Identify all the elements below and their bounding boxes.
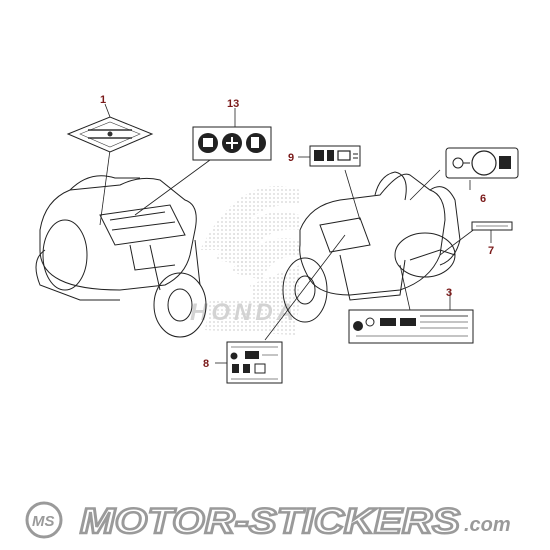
footer-brand: MS MOTOR-STICKERS .com [25,501,511,542]
brand-suffix: .com [464,514,511,536]
right-motorcycle [282,171,461,323]
sticker-1-diamond[interactable] [66,116,154,153]
logo-letters: MS [32,513,55,530]
sticker-3-warning-label[interactable] [348,309,474,344]
callout-6: 6 [480,193,486,205]
left-motorcycle [35,175,207,338]
honda-watermark-text: HONDA [190,299,298,326]
callout-1: 1 [100,94,106,106]
sticker-9-icons[interactable] [309,145,361,167]
brand-name: MOTOR-STICKERS [80,502,460,541]
honda-wing-watermark: HONDA [190,186,300,335]
sticker-13-icons[interactable] [192,126,272,161]
callout-9: 9 [288,152,294,164]
callout-13: 13 [227,98,239,110]
callout-3: 3 [446,287,452,299]
sticker-6-gauge[interactable] [445,147,519,179]
sticker-7-strip[interactable] [471,221,513,231]
callout-7: 7 [488,245,494,257]
ms-logo-icon [25,501,63,539]
callout-8: 8 [203,358,209,370]
sticker-8-warning-label[interactable] [226,341,283,384]
callout-labels: 1 13 9 6 7 3 8 [100,94,494,370]
